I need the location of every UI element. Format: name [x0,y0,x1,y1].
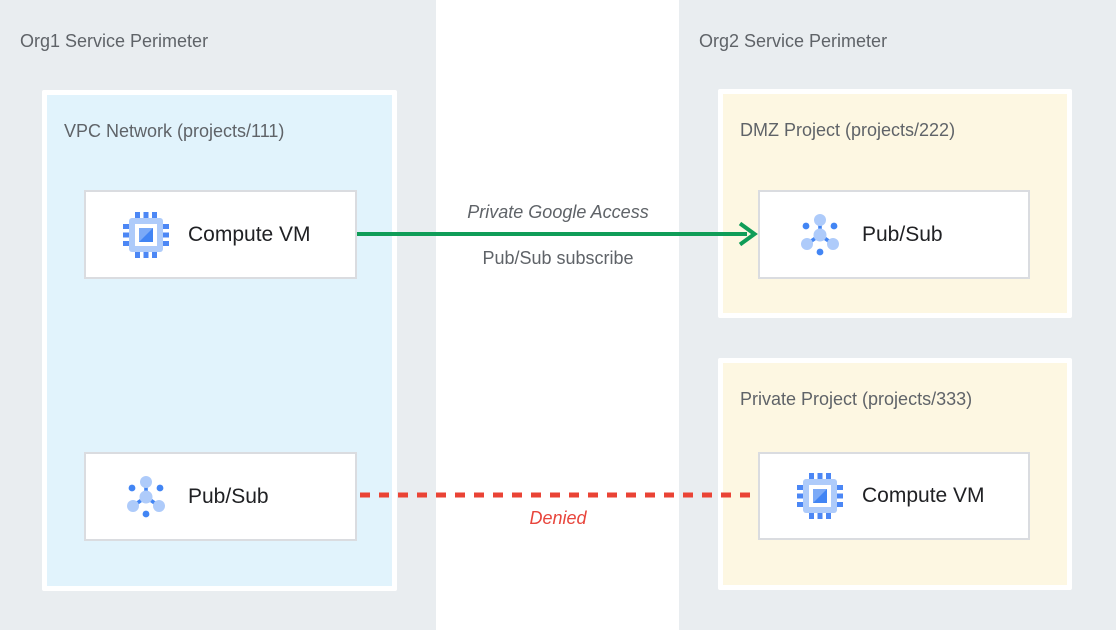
node-pubsub-org2: Pub/Sub [758,190,1030,279]
node-compute-vm-org1: Compute VM [84,190,357,279]
node-pubsub-org1: Pub/Sub [84,452,357,541]
allowed-arrow-subtitle: Pub/Sub subscribe [482,248,634,268]
node-label: Compute VM [862,484,985,507]
allowed-arrow-title: Private Google Access [467,202,649,222]
vpc-network-title: VPC Network (projects/111) [64,121,285,141]
compute-vm-icon [122,211,170,259]
node-label: Compute VM [188,222,311,246]
compute-vm-icon [796,472,844,520]
node-label: Pub/Sub [862,222,943,246]
pubsub-icon [122,473,170,521]
dmz-project-title: DMZ Project (projects/222) [740,120,956,140]
org1-perimeter-title: Org1 Service Perimeter [20,31,209,51]
org2-perimeter-title: Org2 Service Perimeter [699,31,888,51]
node-compute-vm-org2: Compute VM [758,452,1030,540]
denied-label: Denied [529,508,587,528]
node-label: Pub/Sub [188,484,269,508]
pubsub-icon [796,211,844,259]
private-project-title: Private Project (projects/333) [740,389,973,409]
